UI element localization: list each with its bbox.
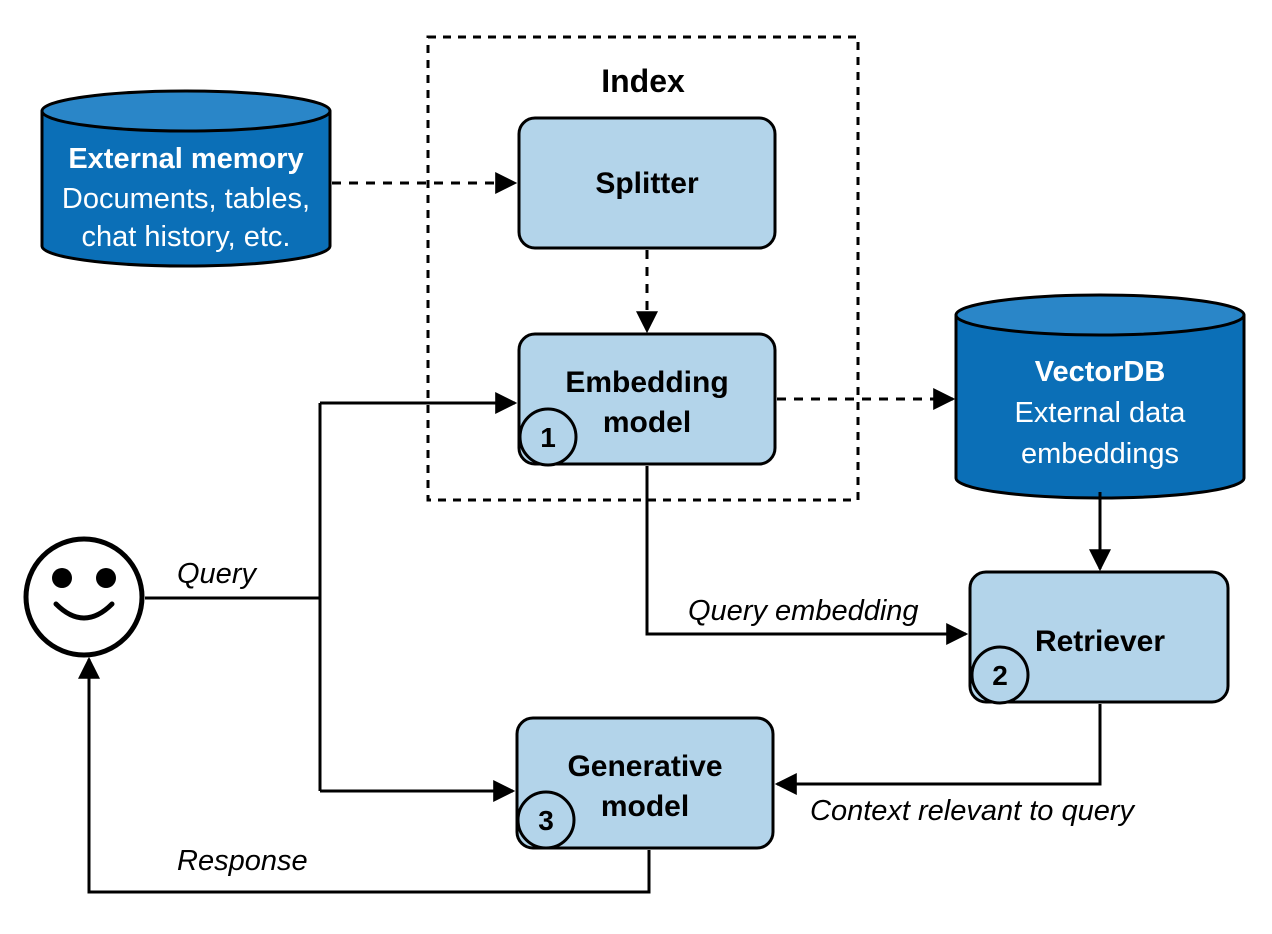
step-1-number: 1 [540, 422, 556, 453]
label-response: Response [177, 845, 308, 877]
label-query: Query [177, 558, 257, 590]
step-3-badge [516, 790, 576, 850]
external-memory-line2: chat history, etc. [82, 221, 291, 253]
retriever-label: Retriever [1035, 625, 1165, 658]
label-context: Context relevant to query [810, 795, 1136, 827]
arrow-response-to-user [78, 656, 651, 894]
embedding-model-box: Embedding model 1 [517, 332, 777, 467]
vectordb-cylinder: VectorDB External data embeddings [954, 293, 1246, 500]
external-memory-line1: Documents, tables, [62, 183, 310, 215]
step-3-number: 3 [538, 805, 554, 836]
vectordb-line1: External data [1015, 397, 1187, 429]
label-query-embedding: Query embedding [688, 595, 919, 627]
vectordb-line2: embeddings [1021, 438, 1179, 470]
generative-model-box: Generative model 3 [515, 716, 775, 850]
smiley-face-icon [23, 536, 145, 658]
external-memory-title: External memory [68, 143, 303, 175]
generative-model-line1: Generative [567, 750, 722, 783]
step-2-number: 2 [992, 660, 1008, 691]
arrow-retriever-to-generative [774, 704, 1102, 795]
step-1-badge [518, 407, 578, 467]
index-frame [426, 35, 860, 502]
index-title: Index [601, 63, 685, 99]
embedding-model-line1: Embedding [565, 366, 728, 399]
splitter-label: Splitter [595, 167, 699, 200]
external-memory-cylinder: External memory Documents, tables, chat … [40, 89, 332, 268]
step-2-badge [970, 645, 1030, 705]
splitter-box: Splitter [517, 116, 777, 250]
embedding-model-line2: model [603, 406, 691, 439]
generative-model-line2: model [601, 790, 689, 823]
vectordb-title: VectorDB [1035, 356, 1166, 388]
arrow-query-embedding-to-retriever [645, 466, 969, 645]
retriever-box: Retriever 2 [968, 570, 1230, 705]
